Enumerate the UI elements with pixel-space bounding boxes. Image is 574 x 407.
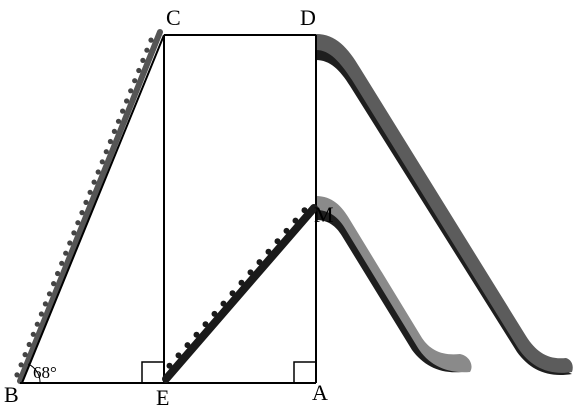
ladder-bc-rung (67, 240, 73, 246)
small-slide (316, 196, 472, 373)
stairs-em-rung (184, 342, 191, 349)
ladder-bc-rung (51, 281, 57, 287)
stairs-em-rung (220, 300, 227, 307)
ladder-bc-rung (14, 372, 20, 378)
stairs-em-rung (274, 238, 281, 245)
ladder-bc-rung (22, 352, 28, 358)
ladder-bc-rung (128, 88, 134, 94)
ladder-bc-rung (34, 321, 40, 327)
stairs-em-rung (265, 248, 272, 255)
angle-b-arc (27, 363, 41, 384)
ladder-bc-rung (79, 210, 85, 216)
stairs-em-rungs (166, 207, 308, 369)
ladder-bc-rungs (14, 37, 154, 378)
stairs-em-rung (211, 310, 218, 317)
ladder-bc (14, 29, 163, 384)
stairs-em-rail (162, 204, 318, 383)
ladder-bc-rung (148, 37, 154, 43)
ladder-bc-rung (115, 118, 122, 124)
ladder-bc-rung (30, 331, 36, 337)
stairs-em-rung (175, 352, 182, 359)
ladder-bc-rung (75, 220, 81, 226)
ladder-bc-rung (87, 189, 93, 195)
ladder-bc-rung (91, 179, 97, 185)
small-slide-side (316, 207, 462, 373)
ladder-bc-rung (99, 159, 105, 165)
stairs-em-rung (202, 321, 209, 328)
ladder-bc-rung (83, 199, 89, 205)
ladder-bc-rung (59, 260, 65, 266)
ladder-bc-rail (17, 29, 163, 384)
frame (20, 34, 317, 384)
label-point-c: C (166, 5, 181, 30)
stairs-em-rung (229, 290, 236, 297)
stairs-em-rung (193, 331, 200, 338)
small-slide-top (316, 196, 472, 373)
ladder-bc-rung (38, 311, 45, 317)
ladder-bc-rung (26, 341, 32, 348)
ladder-bc-rung (136, 67, 142, 74)
label-point-b: B (4, 382, 19, 407)
big-slide-side (316, 47, 572, 376)
stairs-em-rung (247, 269, 254, 276)
label-point-e: E (156, 385, 169, 407)
ladder-bc-rung (120, 108, 126, 114)
label-point-a: A (312, 380, 328, 405)
stairs-em (162, 204, 318, 383)
ladder-bc-rung (18, 362, 24, 368)
ladder-bc-rung (124, 98, 130, 104)
ladder-bc-rung (107, 138, 113, 145)
stairs-em-rung (238, 279, 245, 286)
right-angle-e (141, 361, 164, 383)
big-slide-top (316, 34, 573, 373)
ladder-bc-rung (63, 250, 69, 256)
stairs-em-rung (292, 217, 299, 224)
label-point-d: D (300, 5, 316, 30)
stairs-em-rung (283, 227, 290, 234)
right-angle-markers (141, 361, 316, 383)
stairs-em-rung (256, 259, 263, 266)
ladder-bc-rung (46, 291, 53, 297)
ladder-bc-rung (55, 270, 61, 277)
right-angle-a (293, 361, 316, 383)
ladder-bc-rung (42, 301, 49, 307)
big-slide (316, 34, 573, 376)
ladder-bc-rung (132, 78, 138, 84)
ladder-bc-rung (140, 57, 146, 64)
ladder-bc-rung (111, 128, 117, 134)
ladder-bc-rung (144, 47, 150, 53)
ladder-bc-rung (103, 149, 109, 155)
stairs-em-rung (166, 362, 173, 369)
angle-b-label: 68° (33, 363, 57, 382)
ladder-bc-rung (71, 230, 77, 236)
stairs-em-rung (301, 207, 308, 214)
segment-bc (21, 34, 165, 384)
label-point-m: M (314, 202, 334, 227)
ladder-bc-rung (95, 169, 101, 175)
